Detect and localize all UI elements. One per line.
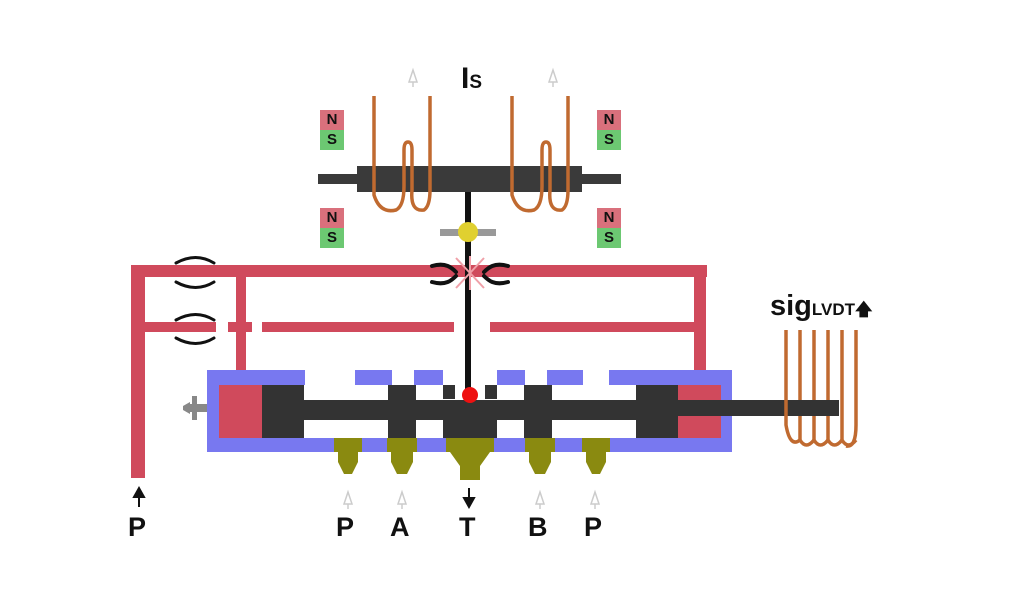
magnet-top-right: N S <box>597 110 621 150</box>
jet-pipe <box>440 190 496 403</box>
nozzle-ball <box>462 387 478 403</box>
nozzle-flapper <box>430 256 510 290</box>
left-chamber-feed <box>236 265 246 415</box>
port-label-p-right: P <box>584 512 603 542</box>
magnet-top-left: N S <box>320 110 344 150</box>
lvdt-core <box>797 400 839 416</box>
pivot-joint <box>458 222 478 242</box>
port-label-p-left: P <box>336 512 355 542</box>
arrow-up-icon: 🡅 <box>855 300 873 319</box>
end-adjuster <box>183 396 207 420</box>
supply-line-vertical <box>131 265 145 478</box>
solenoid-current-label: IS <box>461 62 483 95</box>
magnet-bottom-left: N S <box>320 208 344 248</box>
port-label-b: B <box>528 512 548 542</box>
supply-port-label: P <box>128 512 147 542</box>
lower-pilot-line-left <box>131 322 216 332</box>
hydraulic-lines <box>131 265 707 478</box>
lvdt-signal-label: sigLVDT🡅 <box>770 290 873 322</box>
port-blocks <box>334 438 610 480</box>
flow-arrows <box>132 67 601 510</box>
left-chamber <box>219 385 263 438</box>
port-label-t: T <box>459 512 476 542</box>
magnet-bottom-right: N S <box>597 208 621 248</box>
upper-pilot-line <box>131 265 707 277</box>
orifice-restrictors <box>174 256 216 345</box>
torque-motor-coils <box>372 96 570 213</box>
lvdt-coil <box>784 330 858 448</box>
port-label-a: A <box>390 512 410 542</box>
armature <box>318 166 621 192</box>
lower-pilot-line-right <box>490 322 706 332</box>
